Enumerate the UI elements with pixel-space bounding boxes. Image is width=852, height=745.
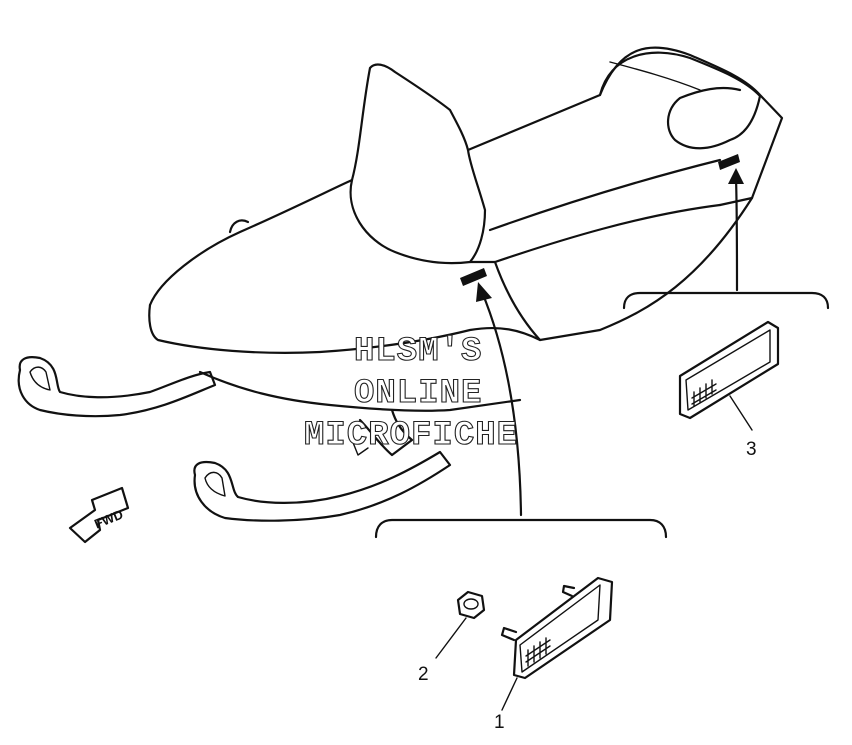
seat-seam [609, 61, 701, 91]
right-ski-tip [204, 471, 226, 497]
bracket-rear-group [622, 291, 830, 310]
callout-3-label: 3 [746, 439, 757, 460]
left-ski [17, 356, 217, 418]
bracket-side-group [374, 518, 668, 539]
belly-pan [198, 370, 522, 412]
reflector-1-stud-rear [561, 584, 576, 598]
arrow-to-side-reflector [480, 290, 523, 517]
reflector-3-body [678, 320, 780, 420]
arrow-to-rear-reflector [734, 176, 739, 292]
nut-outline [456, 590, 486, 620]
snowmobile-body [17, 46, 784, 522]
fwd-direction-marker: FWD [68, 486, 130, 544]
side-panel-line [488, 158, 722, 232]
reflector-3-face [685, 329, 771, 411]
arrow-head-rear [728, 168, 744, 184]
seat-outline [598, 51, 762, 150]
callout-1-label: 1 [494, 712, 505, 733]
part-1-side-reflector: 1 [494, 576, 614, 733]
part-2-nut: 2 [418, 590, 486, 685]
part-3-rear-reflector: 3 [678, 320, 780, 460]
leader-1 [501, 677, 518, 711]
reflector-1-lens-grid [525, 637, 551, 667]
watermark-line-3: MICROFICHE [304, 417, 518, 455]
right-ski [193, 450, 452, 522]
reflector-1-body [512, 576, 614, 680]
reflector-1-face [519, 584, 601, 673]
watermark-line-2: ONLINE [354, 375, 482, 413]
nose-lower [148, 303, 542, 354]
group-brackets [374, 291, 830, 539]
location-arrows [476, 168, 744, 517]
reflector-3-lens-grid [691, 379, 717, 407]
arrow-head-side [476, 282, 492, 302]
spindle [351, 439, 369, 456]
watermark-line-1: HLSM'S [354, 333, 482, 371]
leader-3 [729, 395, 753, 431]
rear-reflector-location [718, 154, 740, 170]
nut-hole [463, 598, 479, 610]
reflector-1-stud-front [500, 626, 518, 642]
side-panel-upper [468, 203, 722, 264]
side-panel-lower [493, 196, 754, 342]
watermark: HLSM'S ONLINE MICROFICHE [303, 332, 518, 455]
windshield [349, 148, 487, 265]
right-ski-leg [358, 408, 414, 457]
callout-2-label: 2 [418, 664, 429, 685]
fwd-arrow-icon [68, 486, 130, 544]
hood-outline [148, 46, 784, 307]
nose-bump [228, 219, 250, 234]
side-reflector-location [460, 268, 487, 286]
leader-2 [435, 617, 467, 659]
left-ski-tip [29, 366, 51, 391]
fwd-label: FWD [92, 507, 125, 532]
